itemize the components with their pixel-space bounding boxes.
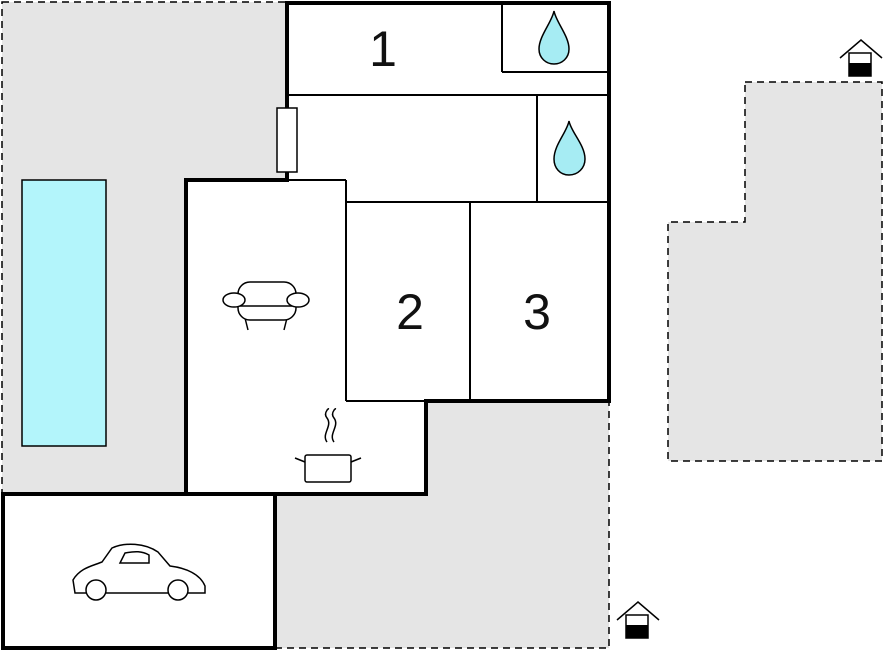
sofa-icon <box>222 281 310 331</box>
room-label-2: 2 <box>396 284 424 340</box>
outdoor-area-right <box>667 81 883 462</box>
house-entrance-icon <box>839 39 883 77</box>
car-icon <box>72 543 206 601</box>
room-label-3: 3 <box>523 284 551 340</box>
water-drop-icon <box>553 120 586 176</box>
water-drop-icon <box>538 10 570 65</box>
swimming-pool <box>21 179 107 447</box>
house-entrance-icon <box>616 601 660 639</box>
interior-walls <box>287 3 609 402</box>
room-label-1: 1 <box>369 21 397 77</box>
cooking-pot-icon <box>294 407 362 483</box>
door-element <box>276 107 298 173</box>
